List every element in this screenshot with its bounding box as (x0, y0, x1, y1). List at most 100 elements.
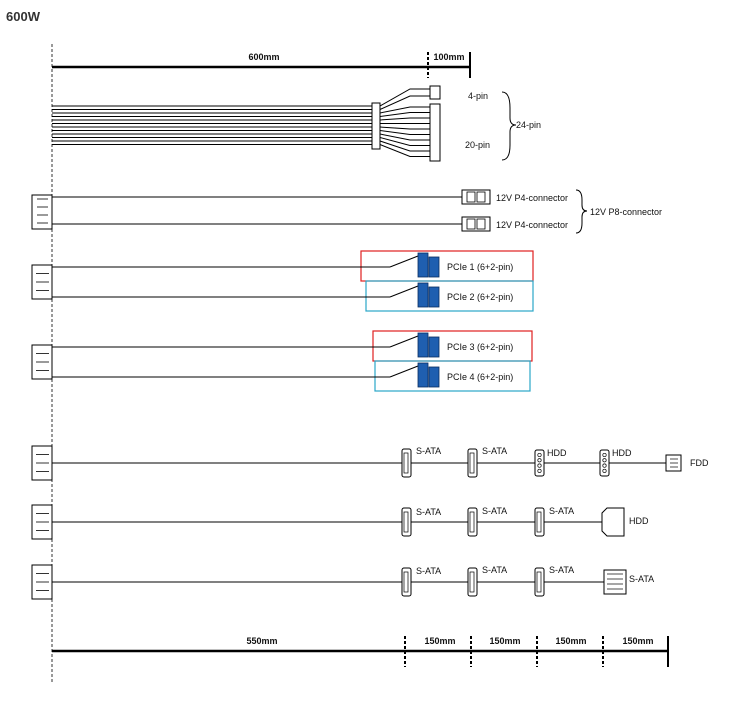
molex-pin (537, 468, 542, 473)
atx-fan-wire (379, 140, 430, 152)
bottom-dimension-label: 550mm (246, 636, 277, 646)
connector-label: S-ATA (416, 566, 441, 576)
molex-pin (602, 463, 607, 468)
molex-pin (602, 468, 607, 473)
atx-fan-wire (379, 112, 430, 117)
sata-connector-slot (403, 571, 409, 593)
pcie-highlight-box (374, 360, 531, 392)
atx-20pin-connector (429, 103, 441, 162)
dimension-600mm: 600mm (248, 52, 279, 62)
p4-connector-a-pin (476, 191, 486, 203)
sata-connector-slot (469, 452, 475, 474)
atx-4pin-connector (429, 85, 441, 100)
p4-connector-b-pin (476, 218, 486, 230)
pcie-6pin-connector (417, 252, 429, 278)
molex-pin (537, 452, 542, 458)
connector-label: S-ATA (416, 446, 441, 456)
connector-label: S-ATA (629, 574, 654, 584)
pcie-cable-3: PCIe 3 (6+2-pin) (52, 330, 533, 362)
molex-pin (537, 463, 542, 468)
bottom-dimension: 550mm 150mm 150mm 150mm 150mm (52, 636, 669, 667)
p4-connector-a-pin (466, 191, 476, 203)
atx-fan-out (379, 88, 430, 157)
top-dimension: 600mm 100mm (52, 52, 471, 78)
atx-4pin-label: 4-pin (468, 91, 488, 101)
bottom-dimension-label: 150mm (489, 636, 520, 646)
molex-end-connector (601, 507, 625, 537)
pcie-2pin-connector (428, 366, 440, 388)
atx-fan-wire (379, 126, 430, 130)
molex-connector (534, 449, 545, 477)
sata-connector-slot (469, 511, 475, 533)
connector-label: S-ATA (416, 507, 441, 517)
pcie-cable-2: PCIe 2 (6+2-pin) (52, 280, 534, 312)
pcie-split-wire (389, 335, 419, 348)
atx-20pin-label: 20-pin (465, 140, 490, 150)
bottom-dimension-label: 150mm (622, 636, 653, 646)
peripheral-cable-3: S-ATA S-ATA S-ATA S-ATA (31, 564, 654, 600)
p4-label-a: 12V P4-connector (496, 193, 568, 203)
connector-label: HDD (547, 448, 567, 458)
eps-brace (575, 189, 588, 234)
molex-pin (602, 452, 607, 458)
atx-brace (501, 91, 517, 161)
connector-label: S-ATA (549, 565, 574, 575)
p4-connector-a (461, 189, 491, 205)
atx-wire-bundle (52, 105, 372, 145)
peripheral-cable-2: S-ATA S-ATA S-ATA HDD (31, 504, 649, 540)
pcie-6pin-connector (417, 282, 429, 308)
atx-cable: 4-pin 20-pin 24-pin (52, 85, 541, 162)
atx-24pin-label: 24-pin (516, 120, 541, 130)
bottom-dimension-label: 150mm (555, 636, 586, 646)
dimension-100mm: 100mm (433, 52, 464, 62)
pcie-2pin-connector (428, 286, 440, 308)
eps-psu-connector (31, 194, 53, 230)
pcie-label: PCIe 1 (6+2-pin) (447, 262, 513, 272)
atx-fan-wire (379, 137, 430, 146)
molex-pin (537, 458, 542, 463)
sata-connector-slot (536, 511, 542, 533)
connector-label: HDD (612, 448, 632, 458)
p4-connector-b-pin (466, 218, 476, 230)
connector-label: S-ATA (549, 506, 574, 516)
atx-fan-wire (379, 144, 430, 157)
pcie-2pin-connector (428, 336, 440, 358)
atx-fan-wire (379, 95, 430, 110)
p4-connector-b (461, 216, 491, 232)
sata-connector-slot (469, 571, 475, 593)
pcie-split-wire (389, 285, 419, 298)
p8-label: 12V P8-connector (590, 207, 662, 217)
molex-connector (599, 449, 610, 477)
molex-pin (602, 458, 607, 463)
pcie-split-wire (389, 365, 419, 378)
pcie-2pin-connector (428, 256, 440, 278)
atx-fan-wire (379, 130, 430, 135)
connector-label: S-ATA (482, 446, 507, 456)
pcie-cable-4: PCIe 4 (6+2-pin) (52, 360, 531, 392)
connector-label: FDD (690, 458, 709, 468)
connector-label: HDD (629, 516, 649, 526)
sata-end-connector (603, 569, 627, 595)
pcie-label: PCIe 3 (6+2-pin) (447, 342, 513, 352)
sata-connector-slot (403, 452, 409, 474)
pcie-cable-1: PCIe 1 (6+2-pin) (52, 250, 534, 282)
pcie-6pin-connector (417, 332, 429, 358)
pcie-label: PCIe 2 (6+2-pin) (447, 292, 513, 302)
bottom-dimension-label: 150mm (424, 636, 455, 646)
atx-sleeve (371, 102, 381, 150)
sata-connector-slot (536, 571, 542, 593)
pcie-6pin-connector (417, 362, 429, 388)
atx-fan-wire (379, 117, 430, 121)
pcie-label: PCIe 4 (6+2-pin) (447, 372, 513, 382)
p4-label-b: 12V P4-connector (496, 220, 568, 230)
peripheral-cable-1: S-ATA S-ATA HDD HDD FDD (31, 445, 709, 481)
pcie-split-wire (389, 255, 419, 268)
diagram-title: 600W (6, 9, 41, 24)
eps-cable: 12V P4-connector 12V P4-connector 12V P8… (31, 189, 662, 234)
connector-label: S-ATA (482, 506, 507, 516)
connector-label: S-ATA (482, 565, 507, 575)
atx-fan-wire (379, 88, 430, 107)
pcie-highlight-box (365, 280, 534, 312)
atx-fan-wire (379, 133, 430, 141)
